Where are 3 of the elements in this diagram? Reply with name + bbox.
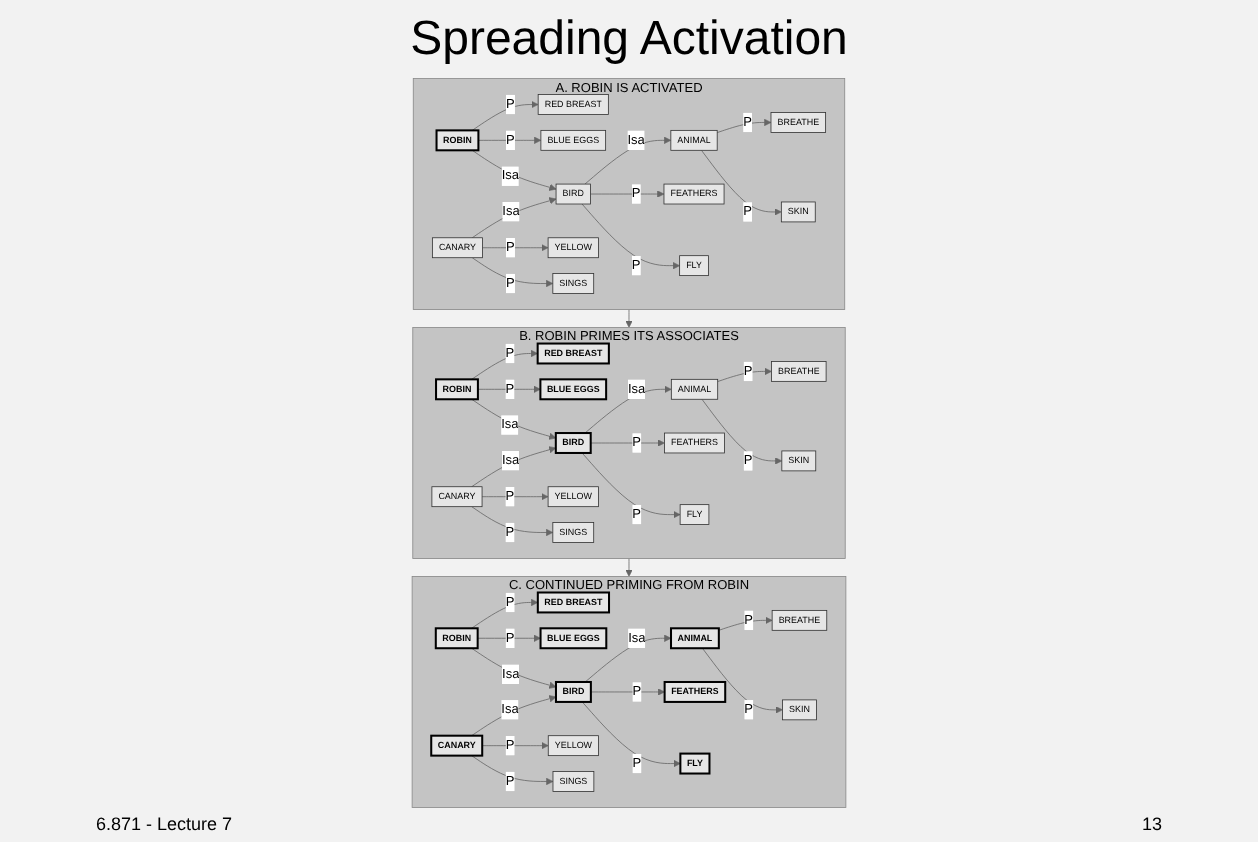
page-number: 13: [1141, 814, 1162, 834]
footer-text: 6.871 - Lecture 7: [96, 814, 233, 834]
slide-title: Spreading Activation: [410, 12, 848, 68]
